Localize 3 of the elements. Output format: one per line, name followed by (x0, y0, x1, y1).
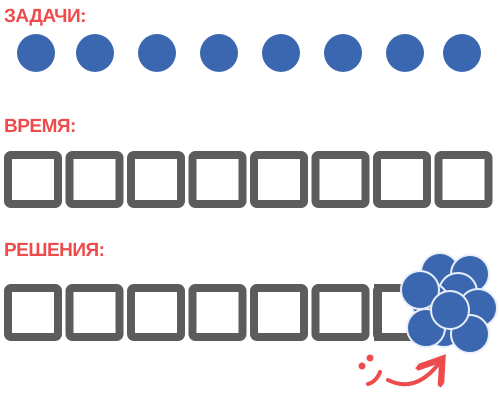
row-heading: ЗАДАЧИ: (4, 6, 86, 28)
row-heading: ВРЕМЯ: (4, 116, 76, 138)
row-heading: РЕШЕНИЯ: (4, 240, 104, 262)
